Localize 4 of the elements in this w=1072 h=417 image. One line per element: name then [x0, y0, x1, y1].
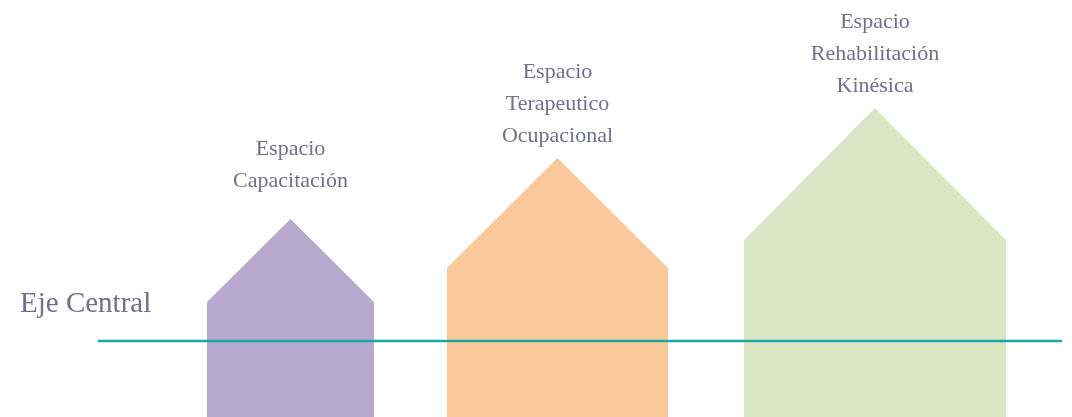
- space-title: Espacio Capacitación: [232, 134, 349, 194]
- axis-label: Eje Central: [20, 286, 152, 319]
- space-title: Espacio Terapeutico Ocupacional: [500, 57, 615, 149]
- space-title: Espacio Rehabilitación Kinésica: [809, 7, 941, 99]
